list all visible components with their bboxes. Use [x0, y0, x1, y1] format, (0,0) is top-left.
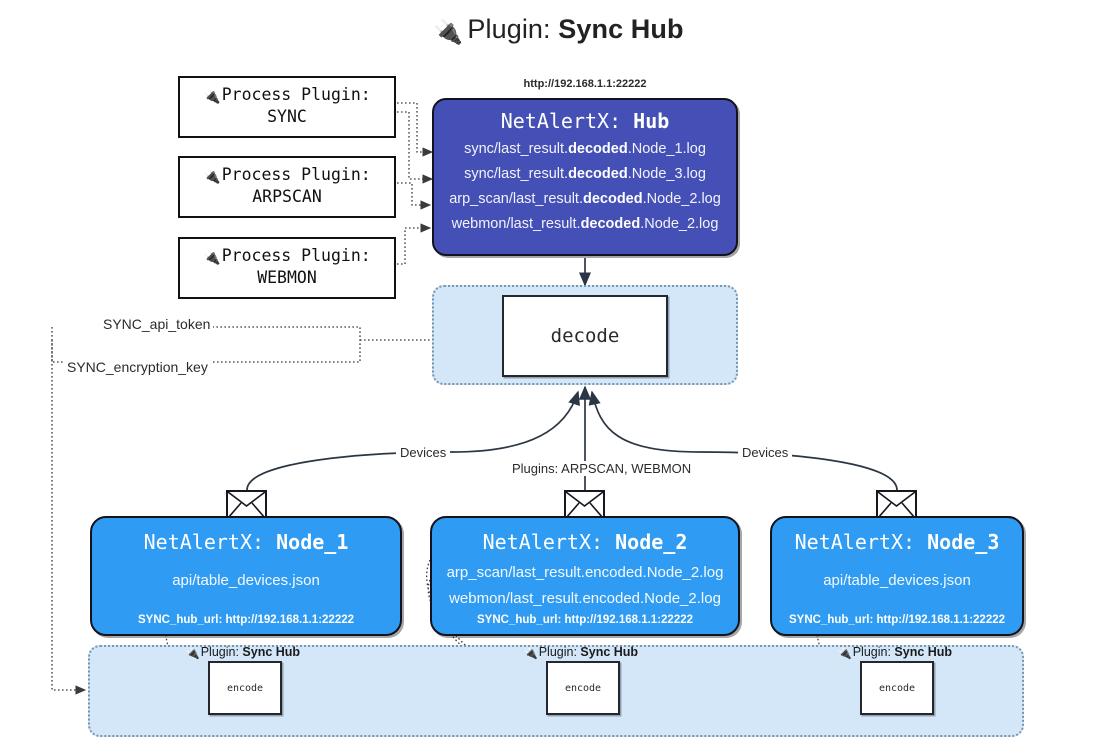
hub-url-label: http://192.168.1.1:22222 — [523, 78, 647, 90]
plug-icon: 🔌 — [186, 648, 200, 660]
proc-line2: SYNC — [267, 107, 307, 127]
page-title: 🔌Plugin: Sync Hub — [0, 14, 1117, 47]
proc-line2: ARPSCAN — [252, 187, 322, 207]
title-name: Sync Hub — [558, 14, 684, 44]
plug-icon: 🔌 — [203, 89, 221, 105]
node-footer: SYNC_hub_url: http://192.168.1.1:22222 — [788, 614, 1006, 626]
node-line: arp_scan/last_result.encoded.Node_2.log — [446, 564, 724, 581]
title-prefix: Plugin: — [467, 14, 551, 44]
process-plugin-arpscan[interactable]: 🔌Process Plugin: ARPSCAN — [178, 156, 396, 218]
proc-line1: Process Plugin: — [221, 165, 371, 184]
encode-plugin-label-1: 🔌Plugin: Sync Hub — [186, 645, 301, 660]
proc-line2: WEBMON — [257, 268, 317, 288]
hub-title-prefix: NetAlertX: — [500, 109, 622, 133]
hub-node[interactable]: NetAlertX: Hub sync/last_result.decoded.… — [432, 98, 738, 256]
node-line: webmon/last_result.encoded.Node_2.log — [449, 589, 721, 607]
node-1[interactable]: NetAlertX: Node_1 api/table_devices.json… — [90, 516, 402, 636]
node-footer: SYNC_hub_url: http://192.168.1.1:22222 — [137, 614, 355, 626]
hub-log-line: sync/last_result.decoded.Node_1.log — [464, 141, 706, 157]
encode-box-2[interactable]: encode — [546, 661, 620, 715]
node-title: NetAlertX: Node_1 — [143, 530, 349, 554]
envelope-icon — [876, 490, 917, 520]
proc-line1: Process Plugin: — [221, 246, 371, 265]
plug-icon: 🔌 — [524, 648, 538, 660]
node-title: NetAlertX: Node_2 — [482, 530, 688, 554]
plug-icon: 🔌 — [203, 169, 221, 185]
encode-box-3[interactable]: encode — [860, 661, 934, 715]
edge-label-plugins: Plugins: ARPSCAN, WEBMON — [508, 461, 696, 476]
plug-icon: 🔌 — [838, 648, 852, 660]
edge-label-devices-right: Devices — [738, 445, 793, 460]
sync-encryption-key-label: SYNC_encryption_key — [64, 359, 211, 375]
process-plugin-sync[interactable]: 🔌Process Plugin: SYNC — [178, 76, 396, 138]
envelope-icon — [226, 490, 267, 520]
node-3[interactable]: NetAlertX: Node_3 api/table_devices.json… — [770, 516, 1024, 636]
node-line: api/table_devices.json — [823, 572, 971, 589]
encode-plugin-label-2: 🔌Plugin: Sync Hub — [524, 645, 639, 660]
node-line: api/table_devices.json — [172, 572, 320, 589]
encode-box-1[interactable]: encode — [208, 661, 282, 715]
sync-api-token-label: SYNC_api_token — [100, 316, 214, 332]
hub-log-line: webmon/last_result.decoded.Node_2.log — [451, 215, 719, 232]
hub-title: NetAlertX: Hub — [434, 109, 736, 133]
plug-icon: 🔌 — [433, 19, 464, 46]
decode-box[interactable]: decode — [502, 295, 668, 377]
process-plugin-webmon[interactable]: 🔌Process Plugin: WEBMON — [178, 237, 396, 299]
edge-label-devices-left: Devices — [396, 445, 451, 460]
encode-plugin-label-3: 🔌Plugin: Sync Hub — [838, 645, 953, 660]
proc-line1: Process Plugin: — [221, 85, 371, 104]
hub-title-name: Hub — [633, 109, 670, 133]
node-footer: SYNC_hub_url: http://192.168.1.1:22222 — [476, 614, 694, 626]
hub-log-line: sync/last_result.decoded.Node_3.log — [464, 165, 706, 182]
hub-log-line: arp_scan/last_result.decoded.Node_2.log — [449, 190, 721, 207]
plug-icon: 🔌 — [203, 250, 221, 266]
node-2[interactable]: NetAlertX: Node_2 arp_scan/last_result.e… — [430, 516, 740, 636]
node-title: NetAlertX: Node_3 — [794, 530, 1000, 554]
